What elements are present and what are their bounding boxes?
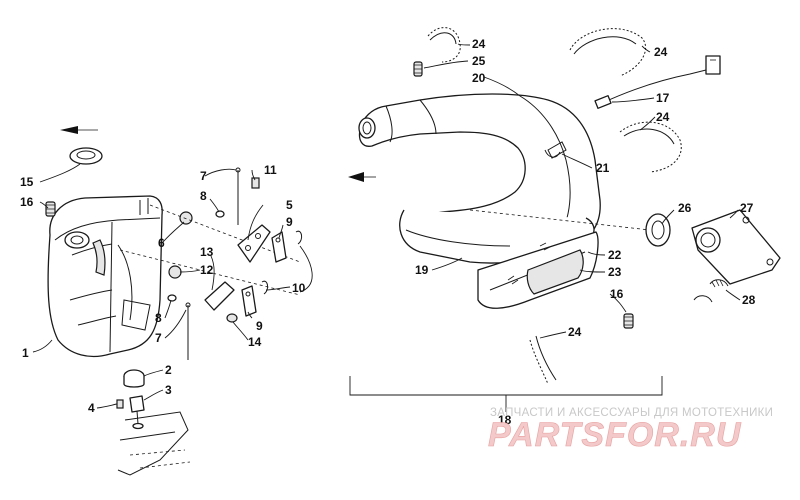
callout-26: 26 [678, 201, 692, 215]
watermark: ЗАПЧАСТИ И АКСЕССУАРЫ ДЛЯ МОТОТЕХНИКИ PA… [488, 407, 773, 454]
callout-19: 19 [415, 263, 429, 277]
callout-22: 22 [608, 248, 622, 262]
spring-24-top-large [569, 28, 647, 77]
spring-25 [413, 61, 423, 77]
callout-8-upper: 8 [200, 189, 207, 203]
spacer-12 [168, 265, 182, 279]
seal-26 [645, 213, 671, 247]
grommet-15 [69, 147, 103, 165]
callout-3: 3 [165, 383, 172, 397]
cotter-pin-7-upper [235, 167, 241, 225]
callout-11: 11 [264, 163, 277, 177]
mount-bolt-3 [129, 395, 145, 430]
nut-14 [226, 313, 238, 323]
spacer-6 [179, 211, 193, 225]
flange-27 [691, 209, 781, 285]
watermark-caption: ЗАПЧАСТИ И АКСЕССУАРЫ ДЛЯ МОТОТЕХНИКИ [490, 407, 773, 419]
spring-24-top-small [427, 27, 461, 63]
link-9-lower [241, 285, 257, 317]
callout-27: 27 [740, 201, 754, 215]
washer-8-upper [215, 210, 225, 218]
callout-20: 20 [472, 71, 486, 85]
callout-21: 21 [596, 161, 610, 175]
callout-13: 13 [200, 245, 214, 259]
callout-12: 12 [200, 263, 214, 277]
grommet-2 [123, 369, 145, 388]
washer-8-lower [167, 294, 177, 302]
clip-21 [547, 141, 567, 159]
callout-25: 25 [472, 54, 486, 68]
callout-16-left: 16 [20, 195, 34, 209]
heat-shield-23 [526, 249, 584, 295]
callout-8-lower: 8 [155, 311, 162, 325]
callout-24-top-small: 24 [472, 37, 486, 51]
callout-23: 23 [608, 265, 622, 279]
group-bracket-18 [349, 376, 663, 412]
clip-10-upper [295, 230, 303, 245]
callout-6: 6 [158, 236, 165, 250]
callout-16-right: 16 [610, 287, 624, 301]
callout-24-top-large: 24 [654, 45, 668, 59]
springs-28 [693, 279, 729, 303]
bracket-13 [204, 281, 235, 311]
callout-7-lower: 7 [155, 331, 162, 345]
link-9-upper [271, 231, 287, 263]
callout-24-middle: 24 [656, 110, 670, 124]
spring-24-middle [619, 121, 682, 173]
nut-4 [116, 399, 124, 409]
callout-17: 17 [656, 91, 670, 105]
muffler-body [47, 195, 163, 358]
callout-10: 10 [292, 281, 306, 295]
spring-16-right [623, 313, 634, 329]
callout-labels: 15 16 1 2 3 4 5 6 7 7 8 8 9 9 10 11 12 1… [20, 37, 756, 427]
direction-arrow-center [348, 172, 376, 182]
callout-15: 15 [20, 175, 34, 189]
cotter-pin-7-lower [185, 302, 191, 360]
direction-arrow-left [60, 126, 98, 134]
bolt-11 [251, 177, 260, 189]
callout-9-lower: 9 [256, 319, 263, 333]
callout-1: 1 [22, 346, 29, 360]
callout-28: 28 [742, 293, 756, 307]
bracket-5 [237, 224, 271, 263]
mounting-bracket [117, 411, 191, 476]
callout-14: 14 [248, 335, 262, 349]
clip-10-lower [261, 280, 269, 295]
spring-24-bottom [529, 335, 557, 385]
leader-lines [32, 43, 741, 409]
callout-7-upper: 7 [200, 169, 207, 183]
callout-24-bottom: 24 [568, 325, 582, 339]
watermark-logo: PARTSFOR.RU [488, 416, 742, 454]
callout-4: 4 [88, 401, 95, 415]
callout-9-upper: 9 [286, 215, 293, 229]
callout-5: 5 [286, 198, 293, 212]
callout-18: 18 [498, 413, 512, 427]
callout-2: 2 [165, 363, 172, 377]
spring-16-left [45, 201, 56, 217]
sensor-17 [594, 55, 721, 109]
